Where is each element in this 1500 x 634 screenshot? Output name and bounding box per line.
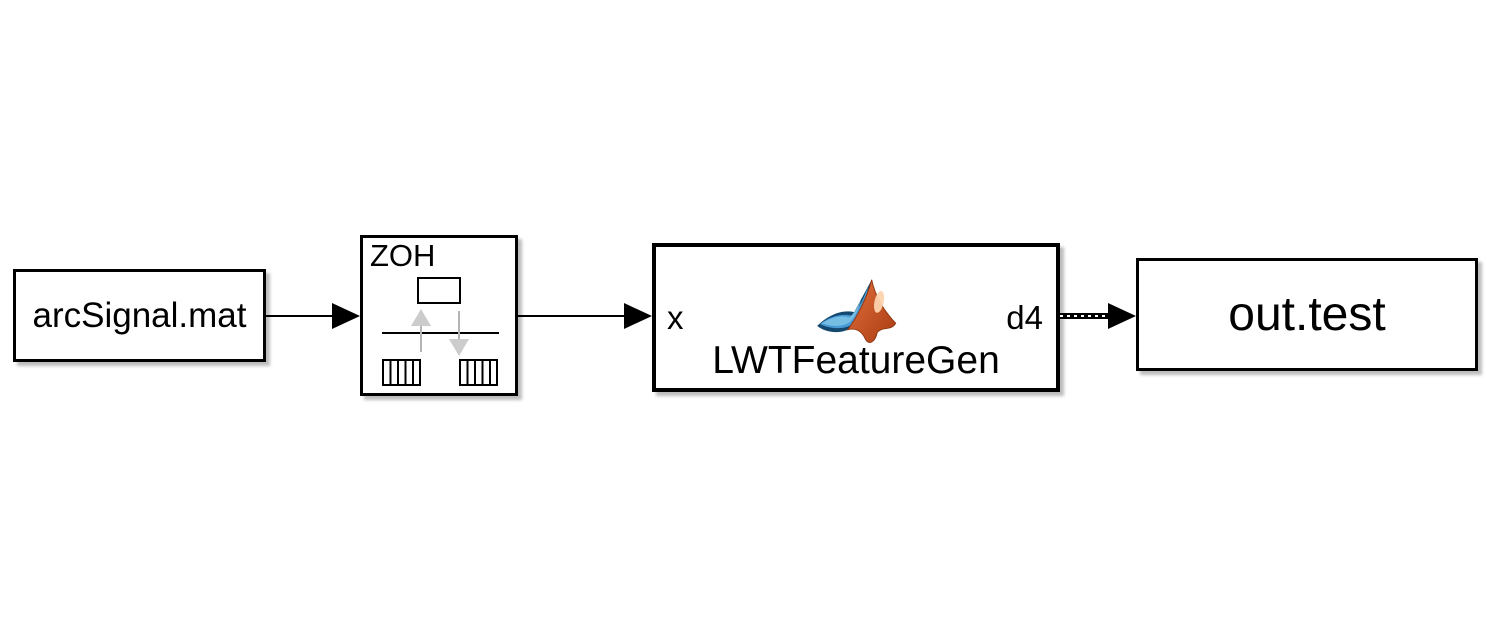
block-from-file[interactable]: arcSignal.mat xyxy=(13,269,266,362)
wire-arrowhead xyxy=(624,303,652,329)
framed-wire-segment xyxy=(1060,313,1110,319)
wire-arrowhead xyxy=(332,303,360,329)
matlab-logo-icon xyxy=(814,277,898,354)
block-matlab-function-label: LWTFeatureGen xyxy=(712,339,1000,382)
up-arrow-icon xyxy=(411,309,431,326)
rate-transition-divider xyxy=(382,332,499,334)
block-to-file[interactable]: out.test xyxy=(1136,258,1478,371)
block-rate-transition-label: ZOH xyxy=(370,238,436,273)
wire-segment xyxy=(266,315,334,317)
buffer-icon-right xyxy=(459,359,498,386)
block-matlab-function[interactable]: x d4 LWTFeatureGen xyxy=(652,243,1060,392)
up-arrow-stem xyxy=(420,326,422,352)
output-port-label: d4 xyxy=(1006,298,1043,336)
wire-segment xyxy=(518,315,626,317)
wire-arrowhead xyxy=(1108,303,1136,329)
framed-wire-dots xyxy=(1060,315,1110,317)
down-arrow-stem xyxy=(458,311,460,339)
block-rate-transition[interactable]: ZOH xyxy=(360,235,518,396)
rate-transition-output-frame xyxy=(417,277,461,304)
block-from-file-label: arcSignal.mat xyxy=(32,295,247,335)
buffer-icon-left xyxy=(382,359,421,386)
input-port-label: x xyxy=(667,298,684,336)
block-to-file-label: out.test xyxy=(1228,288,1386,341)
down-arrow-icon xyxy=(449,339,469,356)
